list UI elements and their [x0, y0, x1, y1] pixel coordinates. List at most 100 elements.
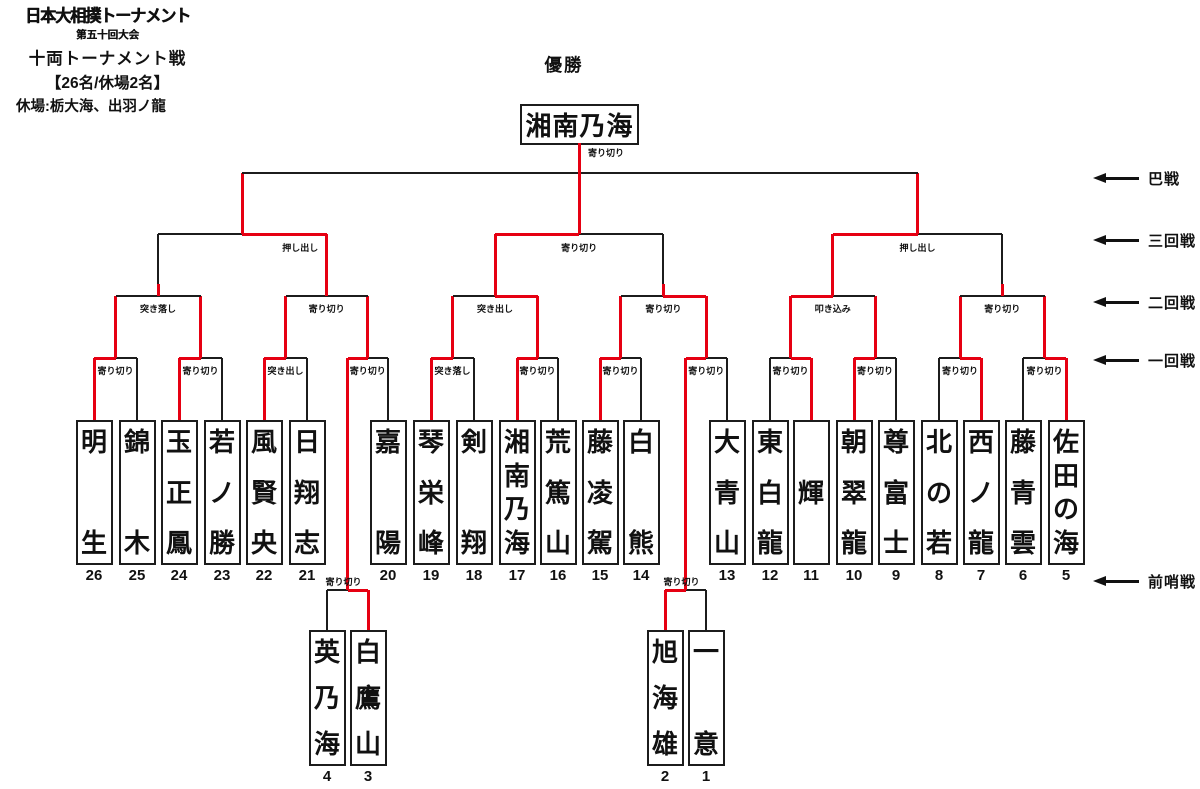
division-title: 十両トーナメント戦: [28, 50, 187, 68]
bracket-line: [790, 294, 833, 298]
bracket-line: [347, 588, 368, 592]
bracket-line: [960, 356, 981, 360]
left-arrow-icon: [1093, 297, 1139, 307]
round-row-second: 二回戦: [1093, 292, 1196, 312]
bracket-line: [684, 358, 687, 590]
bracket-line: [852, 358, 856, 420]
player-number: 18: [465, 567, 483, 584]
kimarite-label: 寄り切り: [645, 304, 682, 314]
player-number: 26: [85, 567, 103, 584]
bracket-line: [495, 294, 538, 298]
player-box: 大青山: [708, 420, 746, 565]
tournament-edition: 第五十回大会: [76, 29, 139, 41]
absent-wrestlers: 休場:栃大海、出羽ノ龍: [16, 99, 166, 115]
player-box: 明生: [75, 420, 113, 565]
kimarite-label: 寄り切り: [182, 366, 219, 376]
bracket-line: [306, 358, 308, 420]
player-box: 琴栄峰: [412, 420, 450, 565]
player-number: 25: [128, 567, 146, 584]
player-number: 13: [718, 567, 736, 584]
final-kimarite-label: 寄り切り: [588, 148, 625, 158]
kimarite-label: 寄り切り: [688, 366, 725, 376]
round-label-third: 三回戦: [1148, 232, 1197, 250]
bracket-line: [916, 173, 919, 234]
bracket-line: [600, 357, 641, 359]
left-arrow-icon: [1093, 235, 1139, 245]
round-row-prelim: 前哨戦: [1093, 571, 1196, 591]
round-row-first: 一回戦: [1093, 350, 1196, 370]
bracket-line: [958, 296, 962, 358]
player-box: 白熊: [622, 420, 660, 565]
player-box: 玉正鳳: [160, 420, 198, 565]
kimarite-label: 寄り切り: [97, 366, 134, 376]
bracket-line: [366, 296, 370, 358]
bracket-line: [199, 296, 202, 358]
bracket-line: [600, 356, 621, 360]
round-row-tomoe: 巴戦: [1093, 168, 1180, 188]
player-number: 12: [761, 567, 779, 584]
kimarite-label: 寄り切り: [519, 366, 556, 376]
kimarite-label: 突き出し: [476, 304, 514, 314]
bracket-line: [979, 358, 983, 420]
kimarite-label: 押し出し: [899, 243, 936, 253]
champion-title: 優勝: [544, 55, 584, 75]
bracket-line: [960, 295, 1045, 297]
bracket-line: [156, 284, 160, 296]
bracket-line: [598, 358, 602, 420]
tournament-logo: 日本大相撲トーナメント: [24, 7, 191, 26]
player-number: 20: [379, 567, 397, 584]
bracket-line: [1022, 358, 1024, 420]
player-number: 6: [1018, 567, 1028, 584]
bracket-line: [577, 143, 581, 234]
player-box: 湘南乃海: [498, 420, 536, 565]
bracket-line: [661, 284, 665, 296]
player-box: 風賢央: [245, 420, 283, 565]
bracket-line: [790, 295, 875, 297]
bracket-line: [431, 357, 474, 359]
bracket-line: [325, 234, 329, 296]
bracket-line: [832, 233, 1003, 235]
left-arrow-icon: [1093, 173, 1139, 183]
bracket-line: [264, 357, 307, 359]
kimarite-label: 寄り切り: [325, 577, 362, 587]
bracket-line: [557, 358, 559, 420]
player-box: 白鷹山: [349, 630, 387, 766]
player-number: 8: [934, 567, 944, 584]
bracket-line: [429, 358, 433, 420]
left-arrow-icon: [1093, 355, 1139, 365]
round-label-tomoe: 巴戦: [1148, 170, 1181, 188]
bracket-line: [326, 590, 328, 630]
kimarite-label: 寄り切り: [941, 366, 979, 376]
player-box: 佐田の海: [1047, 420, 1085, 565]
bracket-line: [347, 357, 388, 359]
bracket-line: [495, 232, 580, 236]
round-label-first: 一回戦: [1148, 352, 1197, 370]
player-box: 荒篤山: [539, 420, 577, 565]
bracket-line: [242, 232, 327, 236]
bracket-line: [515, 358, 519, 420]
bracket-line: [685, 357, 727, 359]
bracket-line: [619, 296, 622, 358]
kimarite-label: 寄り切り: [772, 366, 809, 376]
bracket-line: [262, 358, 266, 420]
bracket-line: [94, 356, 116, 360]
bracket-line: [177, 358, 181, 420]
kimarite-label: 寄り切り: [561, 243, 598, 253]
player-box: 輝: [792, 420, 830, 565]
bracket-line: [473, 358, 475, 420]
round-label-prelim: 前哨戦: [1148, 573, 1197, 591]
player-box: 旭海雄: [646, 630, 684, 766]
kimarite-label: 寄り切り: [663, 577, 700, 587]
bracket-line: [662, 234, 665, 284]
kimarite-label: 寄り切り: [1026, 366, 1063, 376]
player-number: 7: [976, 567, 986, 584]
header: 日本大相撲トーナメント 第五十回大会 十両トーナメント戦 【26名/休場2名】 …: [10, 2, 205, 116]
player-number: 16: [549, 567, 567, 584]
bracket-line: [665, 589, 706, 591]
player-box: 一意: [687, 630, 725, 766]
kimarite-label: 突き落し: [139, 304, 177, 314]
bracket-line: [665, 588, 686, 592]
bracket-line: [726, 358, 728, 420]
kimarite-label: 叩き込み: [814, 304, 851, 314]
player-number: 10: [845, 567, 863, 584]
